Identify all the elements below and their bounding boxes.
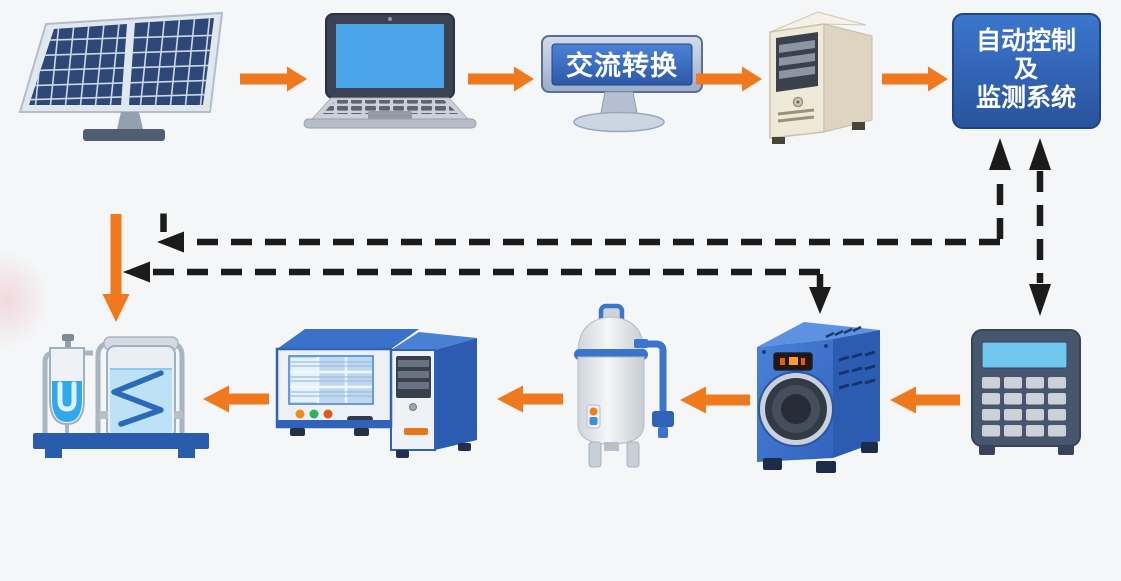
signal-lines — [152, 171, 1044, 288]
electrolysis-tanks-icon — [33, 334, 209, 458]
u-tube — [57, 381, 77, 412]
control-label-line3: 监测系统 — [976, 83, 1076, 112]
side-vents — [838, 350, 876, 390]
pressure-tank-icon — [574, 303, 674, 468]
control-label-line2: 及 — [1014, 55, 1038, 83]
control-box-icon: 自动控制 及 监测系统 — [952, 13, 1101, 129]
instrument-rack-icon — [275, 329, 477, 458]
pink-smudge — [0, 252, 48, 348]
arrowhead-up-control-2 — [1029, 138, 1051, 170]
arrow-converter-to-server — [696, 66, 762, 92]
arrowhead-left-upper — [157, 231, 184, 253]
arrow-server-to-control — [882, 66, 948, 92]
arrowhead-down-fan — [809, 287, 831, 314]
arrow-solar-to-laptop — [240, 66, 307, 92]
arrow-fan-to-tank — [680, 386, 750, 414]
keyboard — [322, 100, 458, 114]
webcam-icon — [388, 17, 392, 21]
led-red — [323, 409, 333, 419]
top-vents — [825, 325, 862, 339]
blue-liquid — [52, 381, 82, 422]
arrow-laptop-to-converter — [468, 66, 534, 92]
tank-pipe — [641, 340, 667, 414]
coil-zigzag — [111, 370, 164, 427]
signal-arrowheads — [123, 138, 1051, 316]
solar-panel-icon — [18, 11, 224, 141]
flow-arrows — [102, 66, 960, 414]
keypad-icon — [971, 329, 1081, 455]
touchpad — [368, 111, 412, 120]
arrow-instrument-to-electrolyzer — [203, 385, 269, 413]
keypad-buttons — [982, 377, 1066, 437]
ac-converter-label: 交流转换 — [566, 50, 678, 82]
arrowhead-down-keypad — [1029, 284, 1051, 316]
led-orange — [295, 409, 305, 419]
arrowhead-up-control-1 — [989, 138, 1011, 170]
control-label-line1: 自动控制 — [976, 26, 1076, 55]
fan-unit-icon — [757, 322, 880, 473]
monitor-icon: 交流转换 — [541, 35, 703, 133]
arrowhead-left-lower — [123, 261, 150, 283]
arrow-solar-to-electrolyzer — [102, 214, 130, 322]
laptop-icon — [303, 13, 477, 129]
server-tower-icon — [769, 11, 873, 144]
led-green — [309, 409, 319, 419]
arrow-tank-to-instrument — [497, 385, 563, 413]
arrow-keypad-to-fan — [890, 386, 960, 414]
keypad-display — [981, 341, 1068, 369]
